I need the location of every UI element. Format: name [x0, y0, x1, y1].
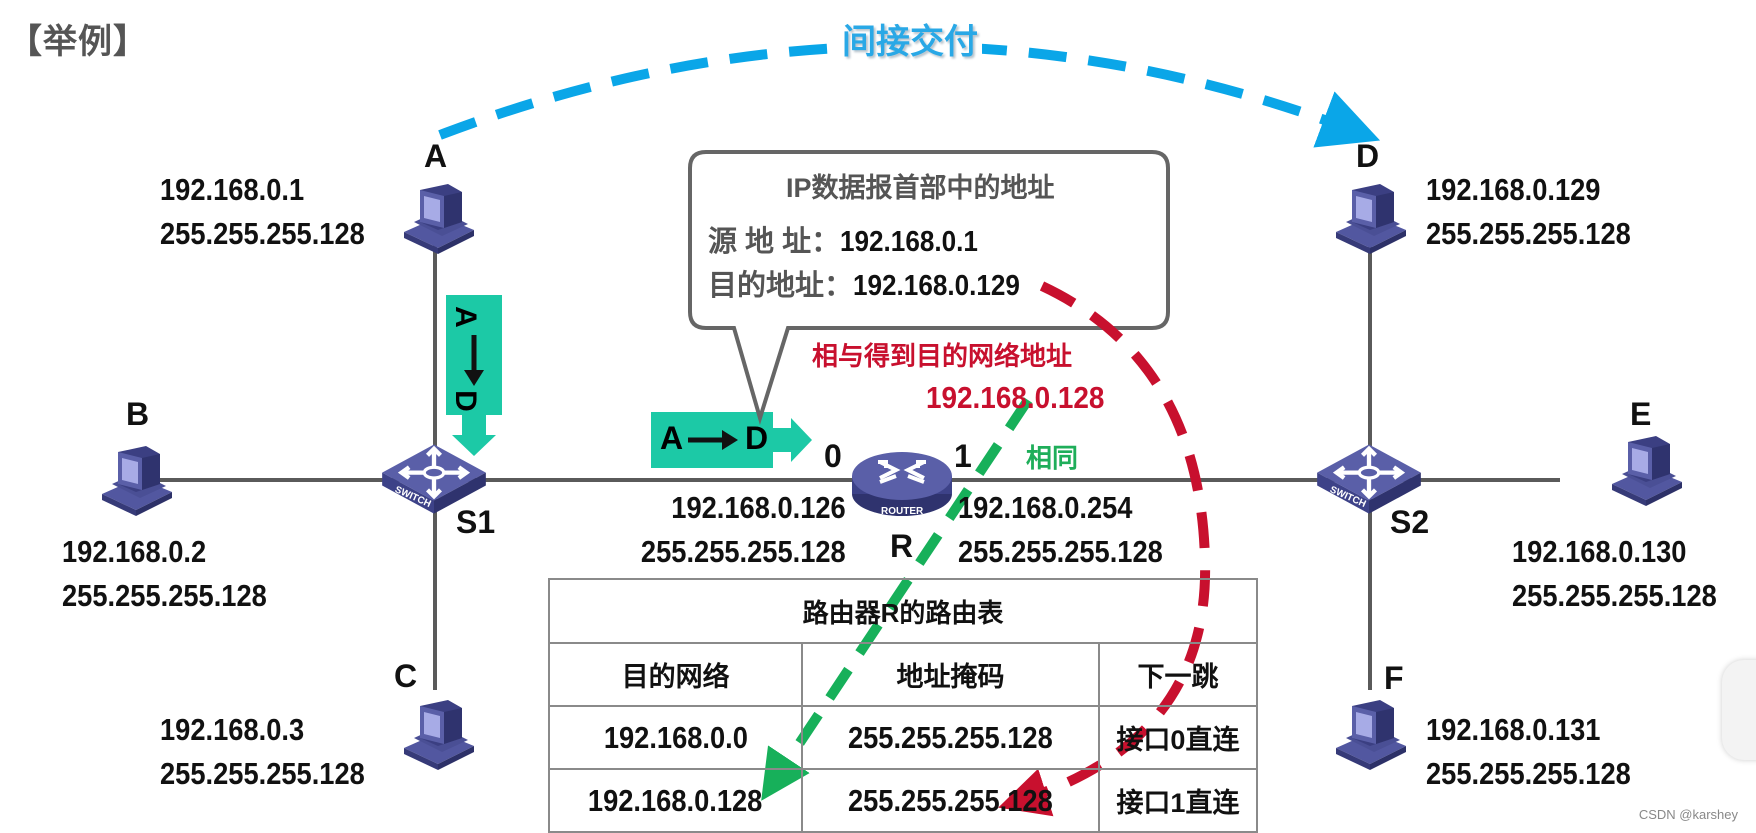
- watermark: CSDN @karshey: [1638, 807, 1738, 822]
- row-1-network: 192.168.0.128: [588, 782, 763, 818]
- header-address-mask: 地址掩码: [801, 642, 1100, 707]
- host-b-label: B: [126, 396, 150, 432]
- packet-horizontal-to: D: [745, 420, 769, 456]
- src-label: 源 地 址：: [708, 226, 841, 258]
- row-0-network: 192.168.0.0: [603, 719, 748, 755]
- indirect-delivery-arrow: [438, 41, 1381, 148]
- host-c-computer-icon: [404, 700, 474, 770]
- host-c-label: C: [394, 658, 418, 694]
- ip-header-bubble-shape: [688, 150, 1170, 425]
- router-port-1-label: 1: [954, 438, 972, 474]
- host-d-address: 192.168.0.129 255.255.255.128: [1426, 168, 1659, 256]
- header-destination-network: 目的网络: [547, 642, 804, 707]
- table-row: 192.168.0.0 255.255.255.128 接口0直连: [547, 705, 1259, 770]
- router-port-1-ip: 192.168.0.254: [958, 490, 1133, 525]
- packet-vertical-to: D: [448, 390, 482, 412]
- switch-s1-label: S1: [456, 504, 496, 540]
- bubble-title: IP数据报首部中的地址: [786, 173, 1055, 203]
- host-f-mask: 255.255.255.128: [1426, 756, 1631, 791]
- host-b-ip: 192.168.0.2: [62, 534, 207, 569]
- packet-horizontal-icon: [651, 412, 812, 468]
- router-port-1-address: 192.168.0.254 255.255.255.128: [958, 486, 1191, 574]
- table-row: 192.168.0.128 255.255.255.128 接口1直连: [547, 768, 1259, 833]
- match-label: 相同: [1026, 443, 1079, 473]
- host-a-address: 192.168.0.1 255.255.255.128: [160, 168, 393, 256]
- packet-vertical-from: A: [448, 306, 482, 328]
- router-r-icon: ROUTER: [852, 452, 952, 517]
- dst-value: 192.168.0.129: [853, 270, 1020, 302]
- router-port-0-label: 0: [824, 438, 842, 474]
- router-port-1-mask: 255.255.255.128: [958, 534, 1163, 569]
- packet-horizontal-from: A: [660, 420, 684, 456]
- router-port-0-ip: 192.168.0.126: [671, 490, 846, 525]
- host-a-label: A: [424, 138, 448, 174]
- router-port-0-address: 192.168.0.126 255.255.255.128: [613, 486, 846, 574]
- packet-vertical-icon: [446, 295, 502, 456]
- host-e-address: 192.168.0.130 255.255.255.128: [1512, 530, 1745, 618]
- example-title: 【举例】: [8, 23, 148, 61]
- router-r-label: R: [890, 528, 914, 564]
- host-a-mask: 255.255.255.128: [160, 216, 365, 251]
- host-d-label: D: [1356, 138, 1380, 174]
- routing-table-caption: 路由器R的路由表: [548, 578, 1258, 644]
- bubble-dst-row: 目的地址：192.168.0.129: [708, 262, 1038, 304]
- bubble-src-row: 源 地 址：192.168.0.1: [708, 218, 993, 260]
- host-a-ip: 192.168.0.1: [160, 172, 305, 207]
- host-f-label: F: [1384, 660, 1404, 696]
- indirect-delivery-label: 间接交付: [838, 14, 982, 63]
- host-c-ip: 192.168.0.3: [160, 712, 305, 747]
- host-b-address: 192.168.0.2 255.255.255.128: [62, 530, 295, 618]
- host-b-mask: 255.255.255.128: [62, 578, 267, 613]
- host-c-address: 192.168.0.3 255.255.255.128: [160, 708, 393, 796]
- host-c-mask: 255.255.255.128: [160, 756, 365, 791]
- src-value: 192.168.0.1: [840, 226, 979, 258]
- switch-s2-label: S2: [1390, 504, 1430, 540]
- host-e-computer-icon: [1612, 436, 1682, 506]
- floating-side-button[interactable]: [1722, 660, 1756, 760]
- host-d-mask: 255.255.255.128: [1426, 216, 1631, 251]
- row-1-next-hop: 接口1直连: [1097, 768, 1259, 833]
- host-a-computer-icon: [404, 184, 474, 254]
- host-e-label: E: [1630, 396, 1652, 432]
- host-e-ip: 192.168.0.130: [1512, 534, 1687, 569]
- row-1-mask: 255.255.255.128: [848, 782, 1053, 818]
- row-0-next-hop: 接口0直连: [1097, 705, 1259, 770]
- host-d-ip: 192.168.0.129: [1426, 172, 1601, 207]
- row-0-mask: 255.255.255.128: [848, 719, 1053, 755]
- and-result-value: 192.168.0.128: [926, 380, 1105, 415]
- host-e-mask: 255.255.255.128: [1512, 578, 1717, 613]
- header-next-hop: 下一跳: [1097, 642, 1259, 707]
- host-f-computer-icon: [1336, 700, 1406, 770]
- dst-label: 目的地址：: [708, 270, 854, 302]
- host-f-address: 192.168.0.131 255.255.255.128: [1426, 708, 1659, 796]
- host-d-computer-icon: [1336, 184, 1406, 254]
- svg-text:ROUTER: ROUTER: [881, 506, 924, 517]
- routing-table: 路由器R的路由表 目的网络 地址掩码 下一跳 192.168.0.0 255.2…: [547, 578, 1259, 833]
- router-port-0-mask: 255.255.255.128: [641, 534, 846, 569]
- and-result-label: 相与得到目的网络地址: [812, 341, 1073, 371]
- host-f-ip: 192.168.0.131: [1426, 712, 1601, 747]
